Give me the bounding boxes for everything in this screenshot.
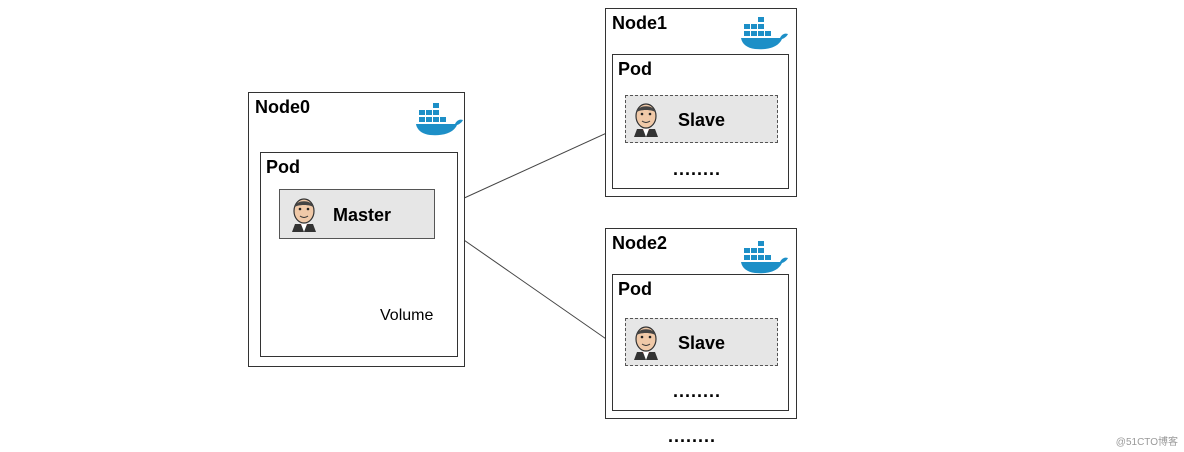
node2-title: Node2 — [612, 233, 668, 253]
node1-ellipsis: ........ — [673, 159, 722, 179]
node2-pod: Pod Slave ........ — [612, 274, 789, 411]
jenkins-butler-icon — [634, 326, 658, 360]
docker-whale-icon — [416, 103, 463, 136]
master-to-slave1-arrow — [437, 126, 622, 211]
node0-pod: Pod Master Volume — [260, 152, 458, 357]
node0-title: Node0 — [255, 97, 311, 117]
slave-agent-2: Slave — [625, 318, 778, 366]
master-label: Master — [333, 205, 392, 225]
node2-ellipsis: ........ — [673, 381, 722, 401]
jenkins-butler-icon — [292, 198, 316, 232]
slave-label: Slave — [678, 333, 726, 353]
node0-pod-title: Pod — [266, 157, 300, 177]
node2-pod-title: Pod — [618, 279, 652, 299]
slave-agent-1: Slave — [625, 95, 778, 143]
node1-pod-title: Pod — [618, 59, 652, 79]
volume-label: Volume — [380, 307, 434, 324]
node1-title: Node1 — [612, 13, 668, 33]
master-agent: Master — [279, 189, 435, 239]
node1-pod: Pod Slave ........ — [612, 54, 789, 189]
watermark: @51CTO博客 — [1115, 437, 1178, 448]
node1-box: Node1 Pod Slave ........ — [605, 8, 797, 197]
node2-box: Node2 Pod Slave ........ — [605, 228, 797, 419]
docker-whale-icon — [741, 17, 788, 50]
node0-box: Node0 Pod Master Volume — [248, 92, 465, 367]
docker-whale-icon — [741, 241, 788, 274]
more-nodes-ellipsis: ........ — [668, 426, 717, 446]
master-to-slave2-arrow — [437, 221, 622, 350]
jenkins-butler-icon — [634, 103, 658, 137]
slave-label: Slave — [678, 110, 726, 130]
